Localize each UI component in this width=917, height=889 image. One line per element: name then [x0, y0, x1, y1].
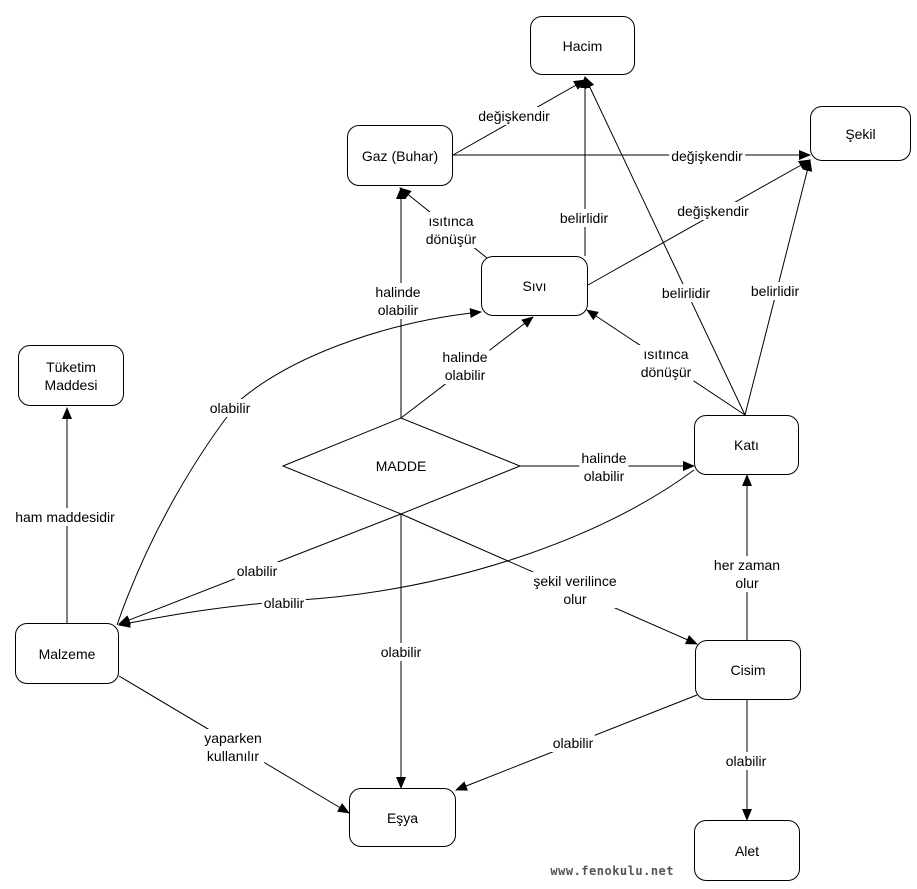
label-gaz-hacim: değişkendir [476, 107, 552, 125]
label-cisim-esya: olabilir [550, 734, 596, 752]
label-kati-sivi: ısıtınca dönüşür [638, 345, 694, 381]
edge-kati-malzeme [118, 469, 695, 628]
node-sekil: Şekil [810, 106, 911, 161]
node-madde: MADDE [375, 458, 427, 474]
node-hacim: Hacim [530, 16, 635, 75]
label-malzeme-tuketim: ham maddesidir [13, 508, 117, 526]
label-madde-gaz: halinde olabilir [373, 283, 423, 319]
node-sivi: Sıvı [481, 256, 588, 316]
edge-sivi-sekil [587, 159, 811, 286]
node-tuketim-maddesi: Tüketim Maddesi [18, 345, 124, 406]
footer-watermark: www.fenokulu.net [550, 864, 674, 878]
label-sivi-gaz: ısıtınca dönüşür [423, 212, 479, 248]
label-cisim-alet: olabilir [723, 752, 769, 770]
label-malzeme-esya: yaparken kullanılır [202, 729, 264, 765]
label-kati-sekil: belirlidir [748, 282, 802, 300]
label-kati-hacim: belirlidir [659, 284, 713, 302]
label-sivi-sekil: değişkendir [675, 202, 751, 220]
label-madde-sivi: halinde olabilir [440, 348, 490, 384]
label-kati-malzeme: olabilir [261, 594, 307, 612]
edge-kati-hacim [584, 76, 746, 416]
label-madde-cisim: şekil verilince olur [531, 572, 619, 608]
label-madde-malzeme: olabilir [234, 562, 280, 580]
label-madde-kati: halinde olabilir [579, 449, 629, 485]
node-esya: Eşya [349, 788, 456, 847]
label-cisim-kati: her zaman olur [711, 556, 783, 592]
label-malzeme-sivi: olabilir [207, 399, 253, 417]
label-sivi-hacim: belirlidir [557, 209, 611, 227]
node-kati: Katı [694, 415, 799, 475]
node-alet: Alet [694, 820, 800, 881]
label-madde-esya: olabilir [378, 643, 424, 661]
node-malzeme: Malzeme [15, 623, 119, 684]
node-cisim: Cisim [695, 640, 801, 700]
label-gaz-sekil: değişkendir [669, 147, 745, 165]
node-gaz: Gaz (Buhar) [347, 125, 453, 186]
